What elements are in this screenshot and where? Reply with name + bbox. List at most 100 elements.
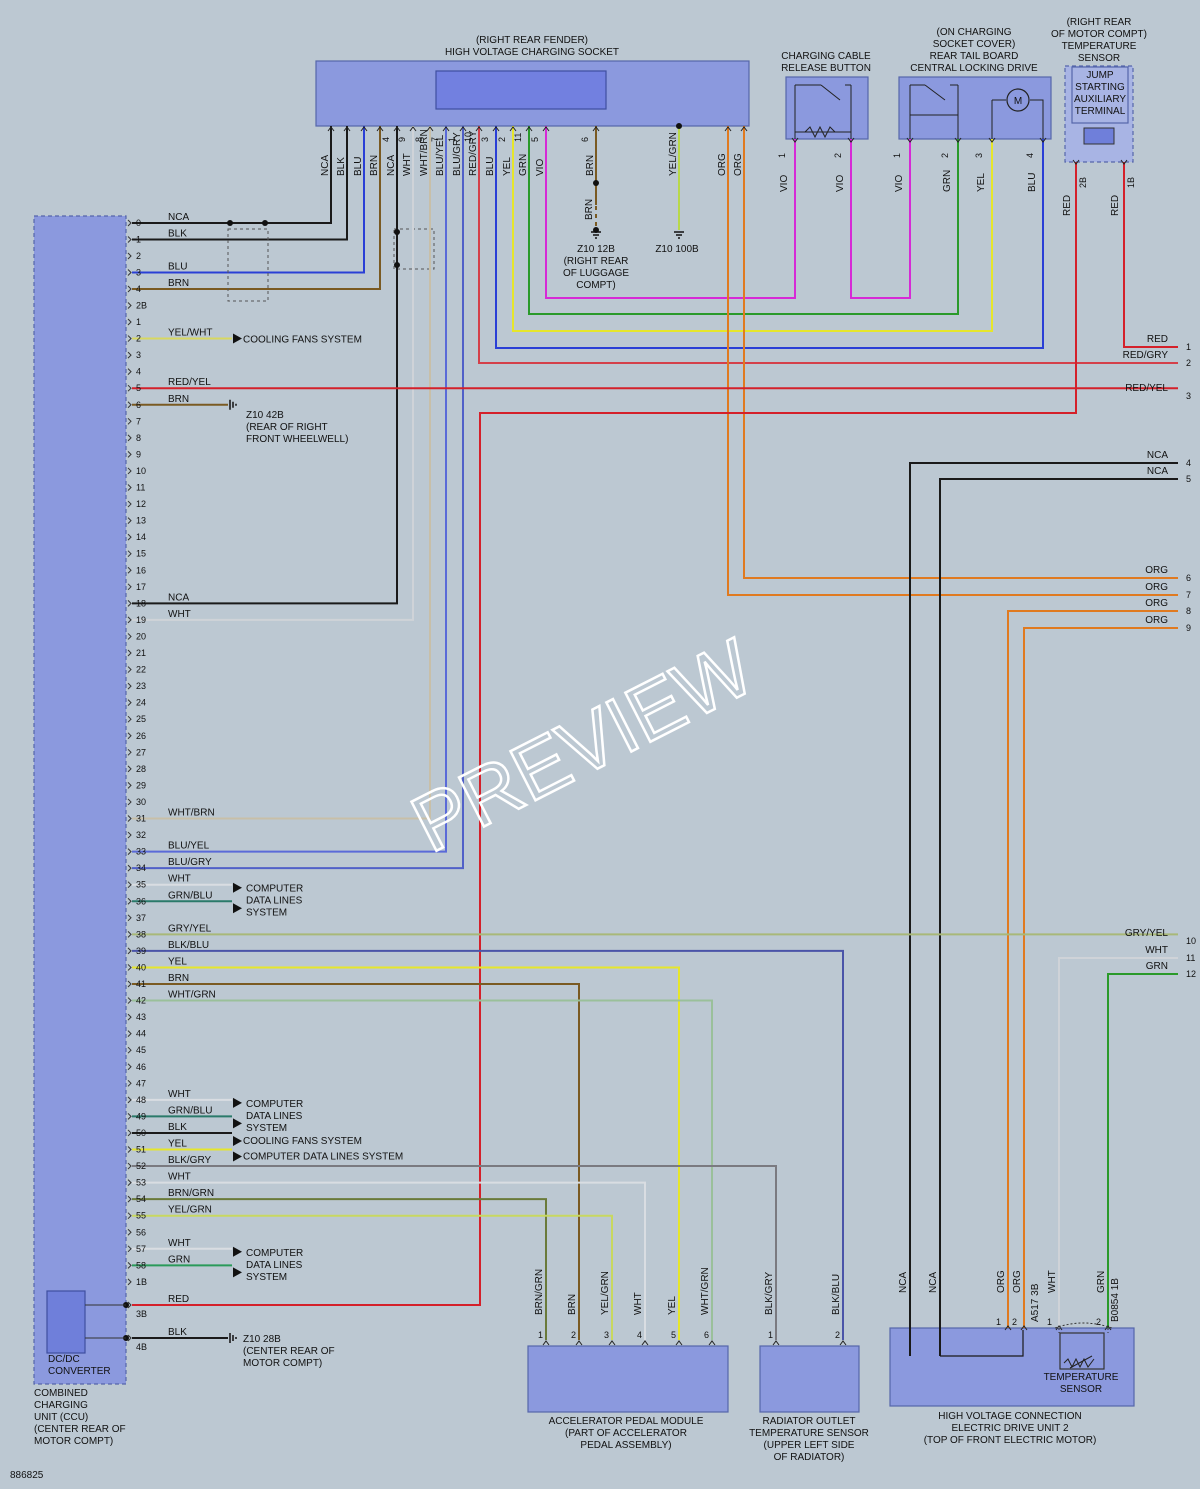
wire-label: BRN/GRN [168, 1188, 214, 1199]
connector-pin-icon [1072, 159, 1080, 165]
connector-pin-icon [608, 1340, 616, 1346]
socket-wire-label: GRN [518, 154, 529, 176]
socket-pin: 10 [463, 132, 473, 142]
release-button-title: RELEASE BUTTON [781, 63, 871, 74]
connector-pin-icon [1055, 1325, 1063, 1331]
right-edge-label: WHT [1145, 945, 1168, 956]
connector-pin-icon [442, 126, 450, 132]
radiator-caption: TEMPERATURE SENSOR [749, 1428, 869, 1439]
wire-nca [939, 478, 1178, 1356]
ref-label: COMPT) [576, 280, 615, 291]
ccu-pin-icon [127, 252, 132, 260]
socket-title: (RIGHT REAR FENDER) [476, 35, 588, 46]
socket-pin: 4 [381, 137, 391, 142]
socket-pin: 2 [497, 137, 507, 142]
connector-pin-icon [509, 126, 517, 132]
ccu-pin-number: 51 [136, 1145, 146, 1155]
ref-label: OF LUGGAGE [563, 268, 629, 279]
ref-label: Z10 100B [655, 244, 699, 255]
wire-label: WHT [168, 609, 191, 620]
pedal-pin: 2 [571, 1330, 576, 1340]
ccu-caption: MOTOR COMPT) [34, 1436, 113, 1447]
socket-wire-label: BLK [336, 157, 347, 176]
wire-blk-gry [132, 1165, 777, 1340]
wire-nca [132, 126, 398, 605]
connector-pin-icon [592, 126, 600, 132]
socket-wire-label: BRN [369, 155, 380, 176]
connector-pin-icon [575, 1340, 583, 1346]
ccu-pin-number: 3B [136, 1309, 147, 1319]
motor-icon-label: M [1014, 96, 1022, 107]
ccu-pin-icon [127, 302, 132, 309]
arrow-icon [233, 1118, 242, 1129]
radiator-wire-label: BLK/BLU [831, 1274, 842, 1315]
ref-label: COMPUTER [246, 884, 303, 895]
ccu-pin-icon [127, 616, 132, 624]
right-edge-number: 8 [1186, 606, 1191, 616]
ccu-pin-number: 1B [136, 1277, 147, 1287]
wire-nca [909, 462, 1178, 1356]
connector-pin-icon [1020, 1325, 1028, 1331]
junction-dot [394, 262, 400, 268]
wire-label: RED/YEL [168, 377, 211, 388]
wire-wht-grn [132, 999, 713, 1340]
wire-label: BRN [168, 278, 189, 289]
ccu-pin-icon [127, 1228, 132, 1236]
socket-wire-label: BRN [585, 155, 596, 176]
shield-icon [227, 228, 269, 302]
hv-wire-label: ORG [996, 1270, 1007, 1293]
dcdc-label: DC/DC [48, 1354, 80, 1365]
ref-label: DATA LINES [246, 896, 303, 907]
dcdc-converter-box [46, 1290, 86, 1354]
wire-label: BLK/GRY [168, 1155, 211, 1166]
ccu-pin-icon [127, 1301, 132, 1309]
connector-pin-icon [327, 126, 335, 132]
ccu-pin-number: 2 [136, 334, 141, 344]
resistor-icon [804, 125, 836, 139]
ccu-pin-icon [127, 715, 132, 723]
connector-pin-icon [492, 126, 500, 132]
ccu-pin-number: 30 [136, 797, 146, 807]
socket-wire-label: WHT/BRN [419, 129, 430, 176]
junction-dot [262, 220, 268, 226]
socket-wire-label: NCA [320, 155, 331, 176]
hv-connector-label: B0854 1B [1110, 1278, 1121, 1322]
right-edge-number: 9 [1186, 623, 1191, 633]
ref-label: Z10 12B [577, 244, 615, 255]
locking-drive-title: (ON CHARGING [937, 27, 1012, 38]
right-edge-label: ORG [1145, 615, 1168, 626]
wire-red-gry [478, 126, 1178, 364]
release-button-wire-label: VIO [835, 175, 846, 192]
locking-drive-title: CENTRAL LOCKING DRIVE [910, 63, 1038, 74]
right-edge-number: 2 [1186, 358, 1191, 368]
wire-blu-gry [132, 126, 464, 870]
ccu-pin-icon [127, 1278, 132, 1286]
right-edge-label: GRY/YEL [1125, 928, 1169, 939]
connector-pin-icon [1104, 1325, 1112, 1331]
ccu-pin-number: 53 [136, 1178, 146, 1188]
wire-yel-grn [132, 1214, 613, 1340]
hv-wire-label: GRN [1096, 1271, 1107, 1293]
wire-label: BLK [168, 1327, 187, 1338]
ccu-pin-icon [127, 1179, 132, 1186]
junction-dot [676, 123, 682, 129]
socket-wire-label: BRN [584, 199, 595, 220]
wire-blk [132, 126, 348, 241]
ccu-pin-number: 27 [136, 747, 146, 757]
ccu-box [33, 215, 127, 1385]
ccu-pin-icon [127, 914, 132, 922]
ccu-pin-icon [127, 848, 132, 855]
socket-wire-label: YEL/GRN [668, 132, 679, 176]
connector-pin-icon [641, 1340, 649, 1346]
socket-wire-label: NCA [386, 155, 397, 176]
shield-icon [1054, 1322, 1113, 1333]
ccu-pin-icon [127, 1079, 132, 1087]
ccu-pin-number: 29 [136, 780, 146, 790]
ccu-pin-icon [127, 782, 132, 789]
connector-pin-icon [791, 137, 799, 143]
wire-label: WHT [168, 1172, 191, 1183]
ccu-pin-number: 47 [136, 1078, 146, 1088]
right-edge-label: RED/YEL [1125, 383, 1168, 394]
wire-label: WHT [168, 874, 191, 885]
ccu-pin-number: 40 [136, 962, 146, 972]
